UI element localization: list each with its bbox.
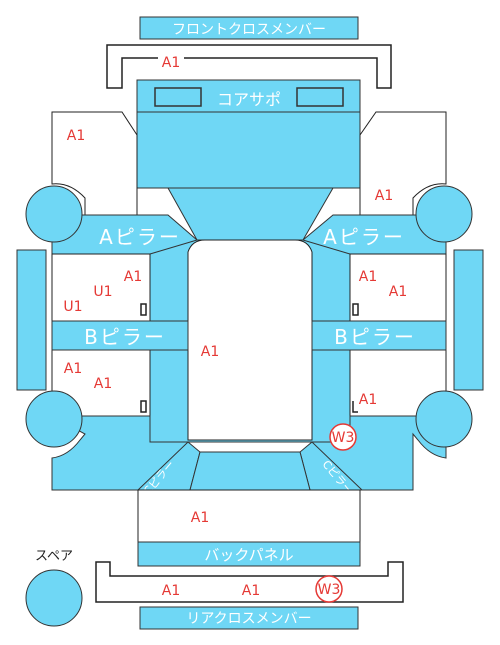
back-panel-label: バックパネル (204, 546, 293, 564)
mark-front-right-fender: A1 (375, 188, 393, 204)
svg-text:A1: A1 (162, 55, 180, 71)
rear-window (189, 451, 311, 491)
mark-trunk: A1 (191, 510, 209, 526)
front-bumper-outline (106, 44, 392, 89)
rear-cross-member (139, 606, 359, 630)
mark-left-front-door-2: U1 (93, 284, 112, 300)
core-support-label: コアサポ (217, 90, 281, 109)
b-pillar-left (51, 320, 189, 351)
a-pillar-right-label: Aピラー (323, 225, 405, 249)
roof (187, 239, 313, 441)
right-front-door (349, 253, 447, 322)
wheel-front-right (415, 185, 473, 243)
svg-text:A1: A1 (242, 583, 260, 599)
front-cross-member-label: フロントクロスメンバー (172, 22, 326, 38)
wheel-rear-left (25, 390, 83, 448)
mark-left-front-door-1: A1 (124, 269, 142, 285)
svg-text:W3: W3 (318, 582, 341, 598)
b-pillar-left-label: Bピラー (84, 325, 166, 349)
right-rocker-panel (453, 249, 484, 391)
mark-left-rear-door-2: A1 (94, 376, 112, 392)
mark-right-front-door-1: A1 (359, 269, 377, 285)
front-cross-member (139, 16, 359, 40)
wheel-rear-right (415, 390, 473, 448)
mark-roof: A1 (201, 344, 219, 360)
right-rear-door-handle (352, 401, 358, 413)
mark-rear-cross-1: A1 (157, 581, 185, 599)
windshield (167, 187, 334, 241)
mark-rear-cross-3: W3 (315, 575, 343, 603)
mark-right-rear-door: A1 (359, 392, 377, 408)
wheel-front-left (25, 185, 83, 243)
hood (136, 111, 361, 189)
spare-tire (25, 569, 83, 627)
front-left-fender (51, 111, 138, 216)
left-front-door-handle (140, 303, 147, 316)
mark-front-left-fender: A1 (67, 128, 85, 144)
spare-label: スペア (35, 549, 73, 564)
svg-text:A1: A1 (162, 583, 180, 599)
a-pillar-left-label: Aピラー (99, 225, 181, 249)
mark-left-rear-door-1: A1 (64, 361, 82, 377)
headlight-left (154, 87, 202, 107)
mark-left-front-door-3: U1 (63, 299, 82, 315)
mark-right-rear-quarter: W3 (329, 423, 357, 451)
left-rear-door-handle (140, 400, 147, 413)
right-front-door-handle (352, 303, 359, 316)
back-panel (137, 541, 361, 567)
rear-bumper-outline (95, 561, 404, 603)
left-front-door (51, 253, 151, 322)
trunk (137, 489, 361, 543)
mark-rear-cross-2: A1 (237, 581, 265, 599)
svg-text:W3: W3 (332, 430, 355, 446)
headlight-right (296, 87, 344, 107)
rear-cross-member-label: リアクロスメンバー (186, 611, 311, 627)
mark-right-front-door-2: A1 (389, 284, 407, 300)
b-pillar-right-label: Bピラー (334, 325, 416, 349)
b-pillar-right (311, 320, 447, 351)
left-rocker-panel (16, 249, 47, 391)
mark-front-cross: A1 (158, 52, 184, 71)
